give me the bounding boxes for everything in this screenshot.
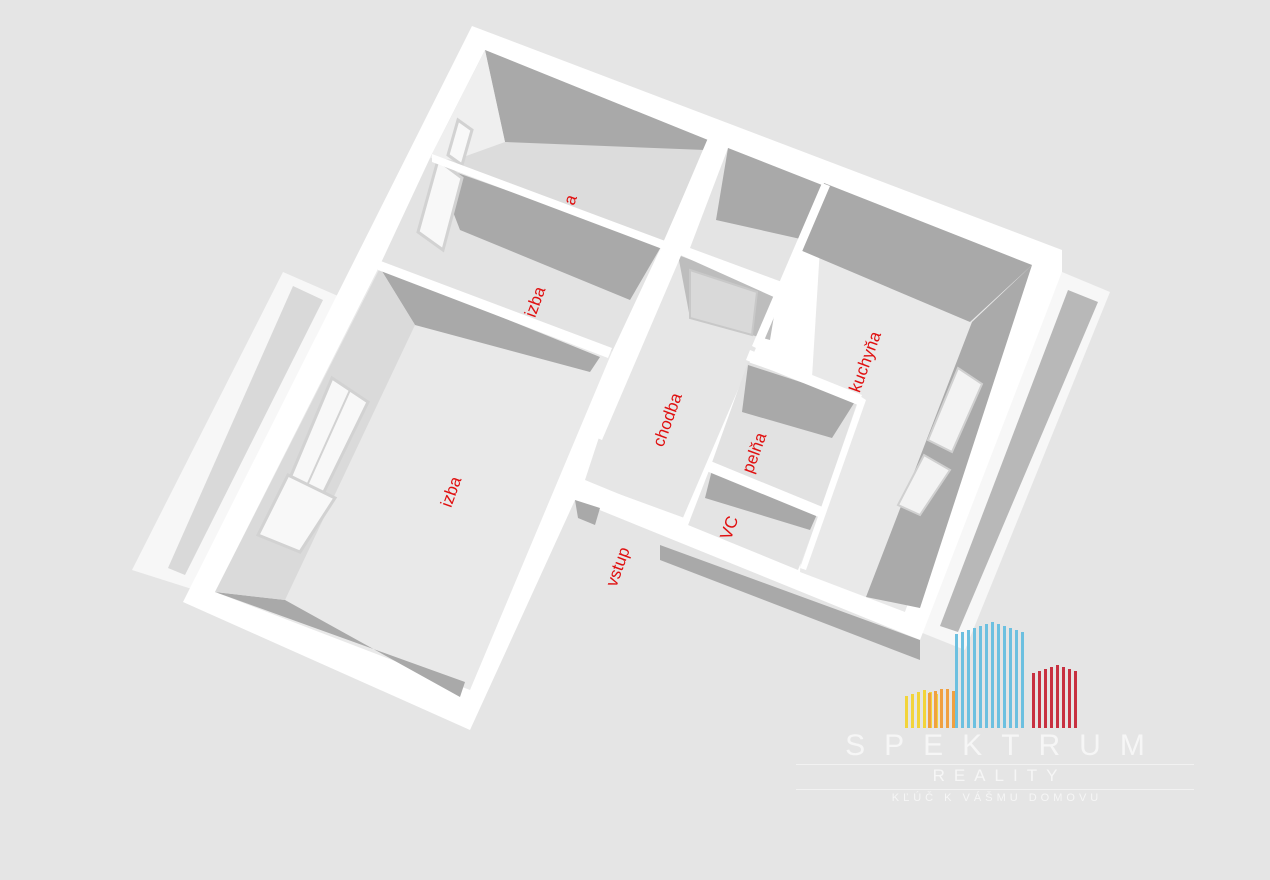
logo-bar: [985, 624, 988, 728]
entrance-shadow: [660, 545, 920, 660]
logo-bar: [1074, 671, 1077, 728]
logo-bar: [1021, 632, 1024, 728]
room-chodba: [585, 245, 780, 520]
logo-bar: [923, 690, 926, 728]
room-kuchyna: [800, 183, 1045, 615]
balcony-right: [920, 272, 1110, 650]
logo-bar: [905, 696, 908, 728]
logo-subtitle: REALITY: [932, 766, 1067, 785]
logo-bar: [1015, 630, 1018, 728]
room-wc: [688, 468, 820, 570]
interior-walls: [378, 138, 866, 570]
logo-bar: [1056, 665, 1059, 728]
logo-bar: [1032, 673, 1035, 728]
logo-bar: [997, 624, 1000, 728]
logo-brand-name: SPEKTRUM: [845, 729, 1164, 762]
logo-bar: [979, 626, 982, 728]
logo-bar: [955, 634, 958, 728]
spektrum-logo-icon: [905, 622, 1077, 728]
logo-bar: [1038, 671, 1041, 728]
logo-bar: [940, 689, 943, 728]
logo-bar: [946, 689, 949, 728]
balcony-left: [132, 272, 338, 590]
logo-bar: [934, 691, 937, 728]
window-main-room: [255, 375, 370, 554]
logo-divider: [796, 764, 1194, 765]
logo-bar: [973, 628, 976, 728]
logo-bar: [917, 692, 920, 728]
logo-tagline: KĽÚČ K VÁŠMU DOMOVU: [891, 792, 1103, 804]
logo-bar: [1044, 669, 1047, 728]
window-small-room: [416, 117, 474, 253]
spektrum-logo-text: SPEKTRUM REALITY KĽÚČ K VÁŠMU DOMOVU: [790, 730, 1200, 806]
logo-bar: [911, 694, 914, 728]
logo-bar: [1003, 626, 1006, 728]
logo-bar: [967, 630, 970, 728]
room-top-middle: [690, 148, 822, 282]
logo-bar: [1062, 667, 1065, 728]
logo-bar: [952, 691, 955, 728]
logo-bar: [928, 693, 931, 728]
logo-divider: [796, 789, 1194, 790]
logo-bar: [1009, 628, 1012, 728]
logo-bar: [991, 622, 994, 728]
logo-bar: [1050, 667, 1053, 728]
logo-bar: [961, 632, 964, 728]
room-izba-top: [430, 50, 708, 245]
room-spajza: [710, 362, 858, 512]
logo-bar: [1068, 669, 1071, 728]
